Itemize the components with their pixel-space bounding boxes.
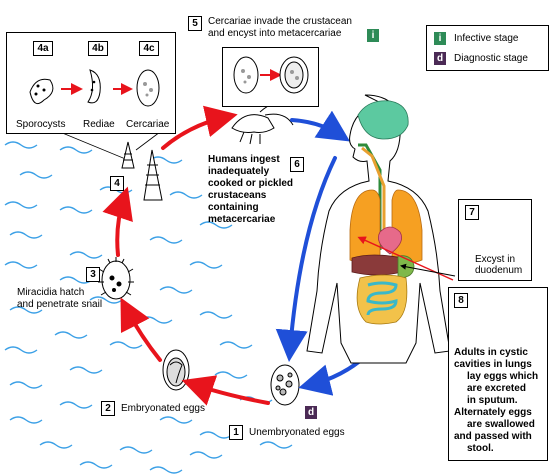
stage-6-label-line5: containing — [208, 202, 259, 213]
unembryonated-egg-icon — [270, 364, 300, 406]
stage-2-label: Embryonated eggs — [121, 403, 205, 414]
stage-4-organisms — [29, 69, 160, 107]
stage-4c-number: 4c — [139, 41, 159, 56]
cercaria-icon — [136, 69, 160, 107]
stage-8-panel — [448, 287, 548, 461]
stage-8-label-line7: are swallowed — [467, 419, 535, 430]
stage-8-label-line4: are excreted — [467, 383, 526, 394]
stage-6-label-line4: crustaceans — [208, 190, 267, 201]
stage-6-label-line1: Humans ingest — [208, 154, 280, 165]
stage-8-label-line1: Adults in cystic — [454, 347, 528, 358]
stage-8-number: 8 — [454, 293, 468, 308]
stage-5-metacercariae — [233, 56, 309, 94]
stage-3-label-line1: Miracidia hatch — [17, 287, 85, 298]
liver-shape — [351, 254, 403, 276]
stage-1-diagnostic-tag: d — [305, 406, 317, 419]
trachea-shape — [361, 146, 386, 246]
stage-5-infective-tag: i — [367, 29, 379, 42]
stage-8-label-line9: stool. — [467, 443, 494, 454]
stage-3-number: 3 — [86, 267, 100, 282]
stage-3-label-line2: and penetrate snail — [17, 299, 103, 310]
legend-box — [426, 25, 549, 71]
stage-4-number: 4 — [110, 176, 124, 191]
stage-6-number: 6 — [290, 157, 304, 172]
stage-8-label-line6: Alternately eggs — [454, 407, 532, 418]
stage-1-label: Unembryonated eggs — [249, 427, 345, 438]
stage-6-label-line2: inadequately — [208, 166, 270, 177]
legend-diagnostic-label: Diagnostic stage — [454, 53, 528, 64]
duodenum-pointer — [400, 263, 456, 277]
stage-7-label-line1: Excyst in — [475, 254, 516, 265]
water-waves — [4, 141, 293, 474]
sporocyst-icon — [29, 78, 54, 105]
stage-8-label-line8: and passed with — [454, 431, 532, 442]
brain-shape — [357, 100, 409, 140]
stage-5-label-line1: Cercariae invade the crustacean — [208, 16, 352, 27]
legend-diagnostic-key: d — [434, 52, 446, 65]
snail-icon — [121, 141, 163, 201]
heart-shape — [377, 226, 403, 255]
stage-5-number: 5 — [188, 16, 202, 31]
stage-4b-number: 4b — [88, 41, 108, 56]
miracidium-icon — [98, 257, 134, 300]
stage-6-label-line6: metacercariae — [208, 214, 276, 225]
redia-icon — [87, 69, 101, 104]
stage-4b-label: Rediae — [83, 119, 115, 130]
stage-8-label-line2: cavities in lungs — [454, 359, 532, 370]
legend-infective-label: Infective stage — [454, 33, 519, 44]
embryonated-egg-icon — [162, 349, 190, 391]
stage-8-label-line3: lay eggs which — [467, 371, 539, 382]
stage-2-number: 2 — [101, 401, 115, 416]
stage-8-label-line5: in sputum. — [467, 395, 518, 406]
stage-4a-label: Sporocysts — [16, 119, 66, 130]
stage-1-number: 1 — [229, 425, 243, 440]
small-intestine-shape — [366, 281, 398, 316]
stage-4a-number: 4a — [33, 41, 53, 56]
stage-4c-label: Cercariae — [126, 119, 170, 130]
stage-7-label-line2: duodenum — [475, 265, 523, 276]
stage-5-label-line2: and encyst into metacercariae — [208, 28, 342, 39]
stage-7-number: 7 — [465, 205, 479, 220]
stage-6-label-line3: cooked or pickled — [208, 178, 294, 189]
callout-lines — [59, 131, 161, 161]
legend-infective-key: i — [434, 32, 446, 45]
